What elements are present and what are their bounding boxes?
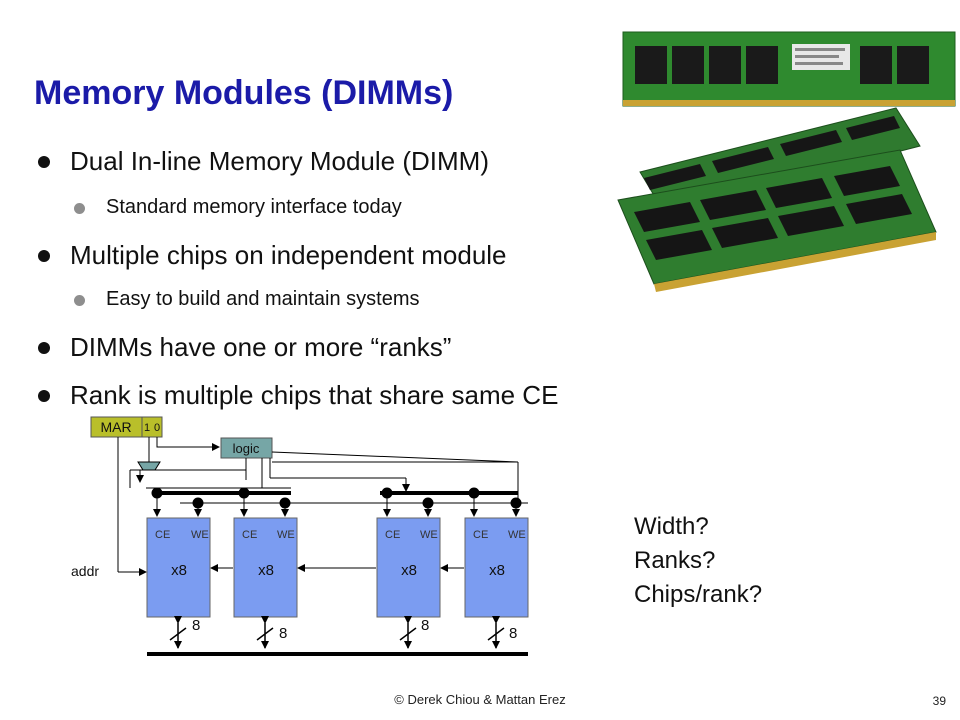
chip-width-label: x8	[258, 562, 274, 579]
chip-1: CE WE x8	[233, 517, 298, 618]
bullet-icon	[74, 295, 85, 306]
data-width-label: 8	[509, 625, 517, 642]
chip-width-label: x8	[489, 562, 505, 579]
bullet-item: Multiple chips on independent module	[38, 240, 507, 271]
bullet-item: Dual In-line Memory Module (DIMM)	[38, 146, 489, 177]
bullet-text: Dual In-line Memory Module (DIMM)	[70, 146, 489, 176]
mar-bit-0: 0	[154, 422, 160, 434]
bullet-item: Standard memory interface today	[74, 196, 402, 219]
chip-we-label: WE	[277, 529, 295, 541]
chip-2: CE WE x8	[376, 517, 441, 618]
question-chips-per-rank: Chips/rank?	[634, 581, 763, 608]
mar-register: MAR 1 0	[90, 416, 163, 438]
bullet-icon	[38, 390, 50, 402]
question-width: Width?	[634, 513, 709, 540]
chip-we-label: WE	[508, 529, 526, 541]
mar-bit-1: 1	[144, 422, 150, 434]
mux	[136, 461, 161, 483]
question-ranks: Ranks?	[634, 547, 716, 574]
mar-label: MAR	[100, 419, 131, 435]
chip-taps	[151, 487, 528, 517]
addr-label: addr	[71, 563, 99, 579]
bullet-icon	[38, 342, 50, 354]
bullet-item: Rank is multiple chips that share same C…	[38, 380, 559, 411]
chip-we-label: WE	[420, 529, 438, 541]
page-number: 39	[932, 694, 946, 708]
slide-title: Memory Modules (DIMMs)	[34, 74, 454, 112]
chip-3: CE WE x8	[464, 517, 529, 618]
bullet-text: DIMMs have one or more “ranks”	[70, 332, 452, 362]
data-width-label: 8	[279, 625, 287, 642]
bullet-item: Easy to build and maintain systems	[74, 288, 420, 311]
chip-0: CE WE x8	[146, 517, 211, 618]
address-wires	[118, 564, 464, 576]
select-bus-rank-0	[146, 487, 291, 495]
bullet-text: Easy to build and maintain systems	[106, 288, 420, 310]
bullet-icon	[38, 250, 50, 262]
chip-width-label: x8	[171, 562, 187, 579]
chip-ce-label: CE	[155, 529, 170, 541]
bullet-text: Multiple chips on independent module	[70, 240, 507, 270]
bullet-item: DIMMs have one or more “ranks”	[38, 332, 452, 363]
select-bus-rank-1	[380, 484, 518, 495]
bullet-text: Standard memory interface today	[106, 196, 402, 218]
bullet-icon	[74, 203, 85, 214]
questions-block: Width? Ranks? Chips/rank?	[634, 510, 762, 612]
chip-ce-label: CE	[242, 529, 257, 541]
control-wires	[117, 437, 519, 572]
data-width-label: 8	[421, 617, 429, 634]
bullet-icon	[38, 156, 50, 168]
chip-width-label: x8	[401, 562, 417, 579]
logic-block: logic	[220, 437, 273, 459]
chip-ce-label: CE	[385, 529, 400, 541]
footer-copyright: © Derek Chiou & Mattan Erez	[394, 692, 566, 707]
chip-we-label: WE	[191, 529, 209, 541]
chip-ce-label: CE	[473, 529, 488, 541]
logic-label: logic	[233, 441, 260, 456]
data-links	[169, 616, 505, 649]
data-width-label: 8	[192, 617, 200, 634]
bullet-text: Rank is multiple chips that share same C…	[70, 380, 559, 410]
